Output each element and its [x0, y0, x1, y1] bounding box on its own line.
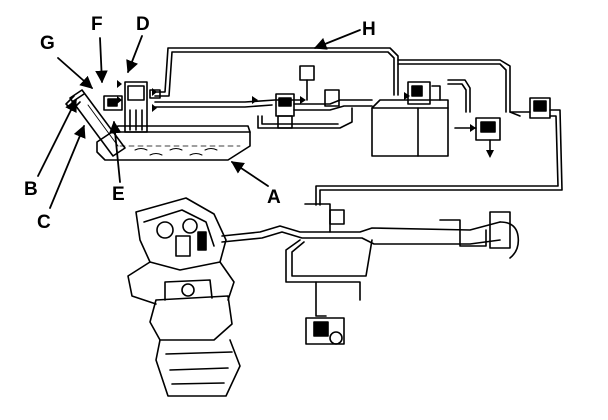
callout-arrows	[37, 29, 361, 209]
rollover-valve-assembly	[103, 80, 161, 133]
callout-label-A: A	[267, 187, 281, 208]
callout-label-H: H	[362, 19, 376, 40]
filler-neck	[65, 89, 126, 157]
callout-label-C: C	[37, 212, 51, 233]
callout-label-G: G	[40, 33, 55, 54]
engine	[127, 197, 241, 397]
callout-label-D: D	[136, 14, 150, 35]
purge-valve-right	[315, 79, 563, 206]
arrow-C	[49, 124, 86, 209]
arrow-B	[37, 98, 77, 177]
evap-canister	[371, 81, 449, 157]
callout-label-B: B	[24, 179, 38, 200]
vapor-line-top	[154, 47, 521, 117]
arrow-H	[313, 29, 361, 50]
callout-label-E: E	[112, 184, 125, 205]
arrow-A	[230, 161, 269, 187]
vapor-line-middle	[154, 65, 373, 129]
intake-line	[221, 203, 520, 345]
arrow-G	[57, 57, 93, 89]
callout-label-F: F	[91, 14, 103, 35]
fuel-tank	[96, 125, 251, 161]
arrow-D	[126, 35, 143, 74]
arrow-F	[95, 37, 108, 84]
